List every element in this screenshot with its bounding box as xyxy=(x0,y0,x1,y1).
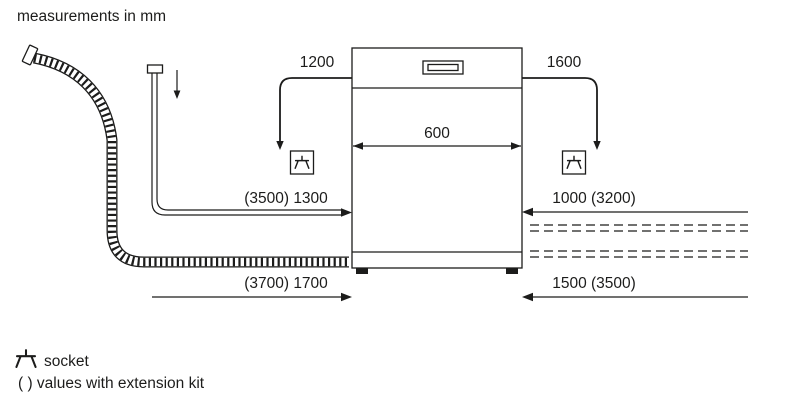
appliance xyxy=(351,47,523,274)
socket-icon xyxy=(15,349,37,369)
drain-hose xyxy=(21,44,349,268)
power-cord-right: 1600 xyxy=(522,54,601,175)
diagram-title: measurements in mm xyxy=(17,8,166,25)
power-cord-left-label: 1200 xyxy=(300,54,335,71)
arrow-left-icon xyxy=(353,142,363,150)
supply-hose-outer-line xyxy=(151,73,341,216)
display-inner xyxy=(427,63,459,72)
arrow-right-icon xyxy=(511,142,521,150)
drain-left-label: (3700) 1700 xyxy=(244,275,328,292)
supply-hose-cap xyxy=(146,64,164,74)
width-dimension: 600 xyxy=(353,125,521,150)
foot-right xyxy=(506,268,518,274)
left-arrow-icon xyxy=(522,292,533,302)
power-cord-right-label: 1600 xyxy=(547,54,582,71)
extension-hose-lines xyxy=(530,224,748,258)
supply-hose-inner-line xyxy=(156,73,341,211)
legend: socket ( ) values with extension kit xyxy=(15,349,205,392)
supply-hose-left-label: (3500) 1300 xyxy=(244,190,328,207)
down-arrow-icon xyxy=(593,141,601,150)
supply-hose-arrow-icon xyxy=(341,208,352,217)
supply-hose-direction-arrow xyxy=(173,70,181,99)
left-arrow-icon xyxy=(522,207,533,217)
width-label: 600 xyxy=(424,125,450,142)
supply-hose xyxy=(146,64,352,217)
socket-box-left xyxy=(289,150,315,175)
drain-left-dimension: (3700) 1700 xyxy=(152,275,352,302)
appliance-outline xyxy=(351,47,523,269)
power-cord-left: 1200 xyxy=(276,54,352,175)
drain-hose-corrugation xyxy=(33,53,349,267)
socket-icon xyxy=(294,155,310,169)
legend-socket-label: socket xyxy=(44,353,89,370)
down-arrow-icon xyxy=(276,141,284,150)
legend-extension-note: ( ) values with extension kit xyxy=(18,375,205,392)
supply-right-label: 1000 (3200) xyxy=(552,190,636,207)
drain-right-dimension: 1500 (3500) xyxy=(522,275,748,302)
drain-hose-end-cap xyxy=(21,44,39,66)
foot-left xyxy=(356,268,368,274)
down-arrow-icon xyxy=(173,90,181,99)
supply-right-dimension: 1000 (3200) xyxy=(522,190,748,217)
drain-right-label: 1500 (3500) xyxy=(552,275,636,292)
socket-box-right xyxy=(561,150,587,175)
socket-icon xyxy=(566,155,582,169)
right-arrow-icon xyxy=(341,292,352,302)
